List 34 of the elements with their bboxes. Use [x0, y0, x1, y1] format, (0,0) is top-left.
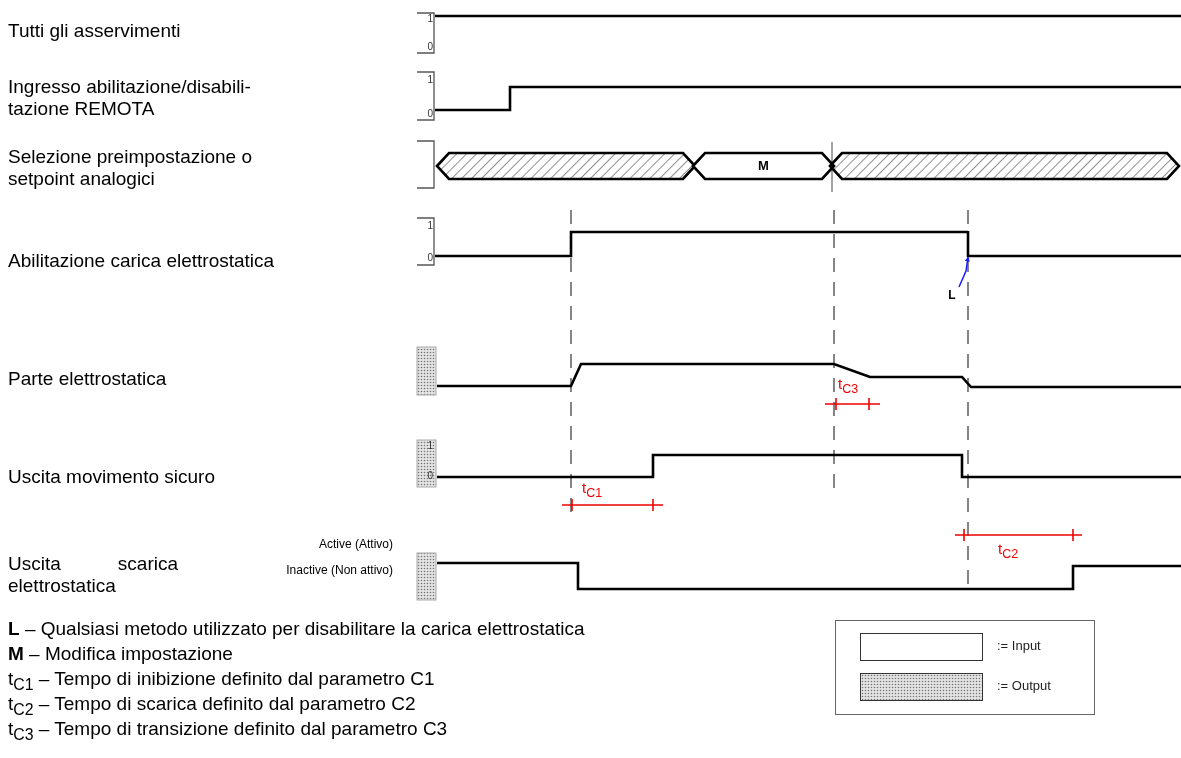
callout-letter: L — [945, 287, 959, 303]
signal-name: Uscita scarica elettrostatica — [8, 553, 178, 597]
level-tick: 1 — [426, 13, 433, 25]
signal-name: Parte elettrostatica — [8, 368, 168, 390]
level-tick: 0 — [426, 252, 433, 264]
note: t$_{C3}$ – Tempo di transizione definito dal parametro C3 — [8, 718, 448, 745]
legend-text: := Input — [997, 638, 1041, 653]
bus-label: M — [757, 158, 770, 173]
bus-segment — [437, 153, 695, 179]
note: t$_{C2}$ – Tempo di scarica definito dal parametro C2 — [8, 693, 416, 720]
note: t$_{C1}$ – Tempo di inibizione definito dal parametro C1 — [8, 668, 435, 695]
legend-text: := Output — [997, 678, 1051, 693]
signal-name: Uscita movimento sicuro — [8, 466, 216, 488]
timing-label: t$_{C1}$ — [582, 479, 603, 501]
signal-name: Tutti gli asservimenti — [8, 20, 182, 42]
timing-label: t$_{C3}$ — [838, 375, 859, 397]
state-label: Inactive (Non attivo) — [285, 562, 393, 579]
note: L – Qualsiasi metodo utilizzato per disabilitare la carica elettrostatica — [8, 618, 585, 641]
bus-segment — [693, 153, 834, 179]
bus-segment — [830, 153, 1179, 179]
timing-label: t$_{C2}$ — [998, 540, 1019, 562]
level-tick: 0 — [426, 41, 433, 53]
signal-name: Abilitazione carica elettrostatica — [8, 250, 276, 272]
level-tick: 0 — [426, 108, 433, 120]
leader-line — [958, 256, 970, 288]
signal-name: Ingresso abilitazione/disabili- tazione REMOTA — [8, 76, 252, 120]
state-label: Active (Attivo) — [318, 536, 393, 553]
falling-edge — [966, 231, 970, 257]
level-tick: 0 — [426, 470, 433, 482]
level-tick: 1 — [426, 220, 433, 232]
note: M – Modifica impostazione — [8, 643, 233, 666]
signal-name: Selezione preimpostazione o setpoint analogici — [8, 146, 253, 190]
level-tick: 1 — [426, 74, 433, 86]
level-tick: 1 — [426, 440, 433, 452]
